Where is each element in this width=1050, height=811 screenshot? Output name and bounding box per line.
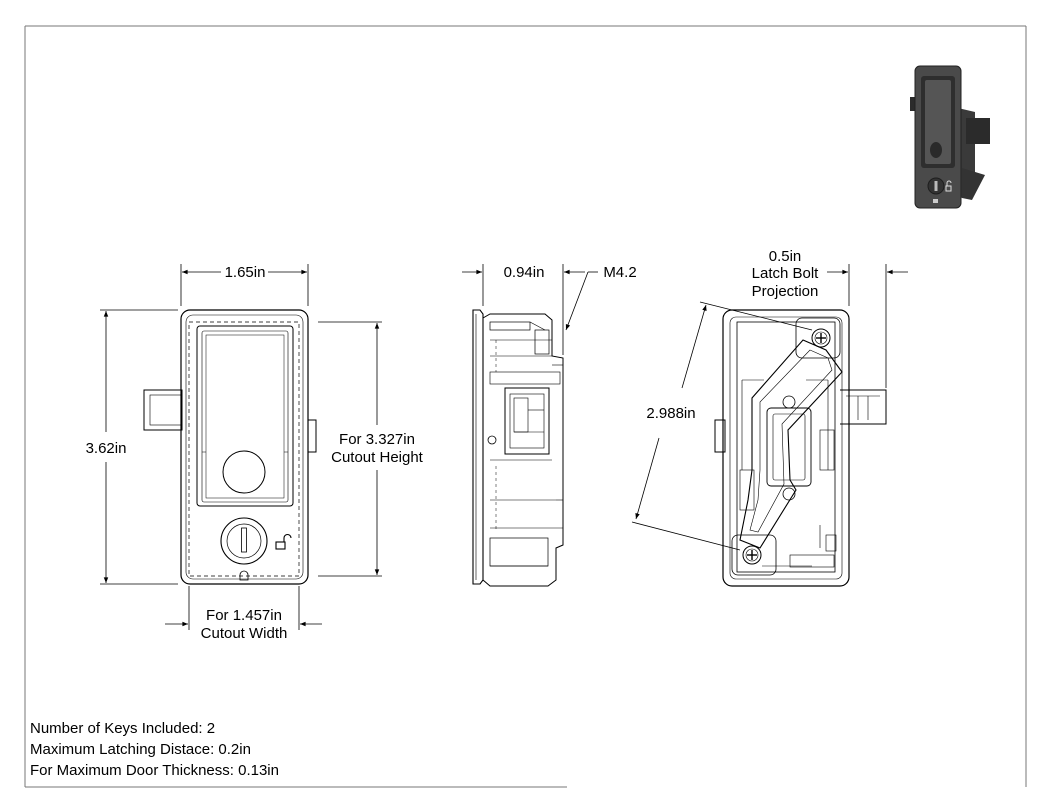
front-width-label: 1.65in <box>224 264 266 281</box>
latch-projection-label-line3: Projection <box>751 283 819 300</box>
side-view <box>472 309 564 587</box>
spec-notes: Number of Keys Included: 2 Maximum Latch… <box>30 718 279 781</box>
back-view <box>714 309 887 587</box>
cutout-width-label-line2: Cutout Width <box>200 625 288 642</box>
front-view <box>143 309 317 585</box>
side-depth-label: 0.94in <box>503 264 545 281</box>
screw-thread-label: M4.2 <box>603 264 637 281</box>
screw-leader <box>565 271 598 331</box>
cutout-width-label-line1: For 1.457in <box>206 607 282 624</box>
diagonal-label: 2.988in <box>646 405 696 422</box>
note-door-thickness: For Maximum Door Thickness: 0.13in <box>30 762 279 779</box>
latch-projection-label-line1: 0.5in <box>768 248 802 265</box>
note-keys: Number of Keys Included: 2 <box>30 720 216 737</box>
screw-icon <box>811 328 831 348</box>
cutout-width-dimension <box>165 586 322 630</box>
latch-projection-label-line2: Latch Bolt <box>751 265 819 282</box>
front-width-dimension <box>180 264 309 306</box>
front-height-label: 3.62in <box>85 440 127 457</box>
unlock-icon <box>275 533 292 550</box>
note-latching-distance: Maximum Latching Distace: 0.2in <box>30 741 251 758</box>
latch-projection-dimension <box>827 264 908 388</box>
cutout-height-label-line2: Cutout Height <box>331 449 423 466</box>
cutout-height-dimension <box>318 321 382 577</box>
screw-icon <box>742 545 762 565</box>
side-depth-dimension <box>462 264 585 355</box>
cutout-height-label-line1: For 3.327in <box>339 431 415 448</box>
diagonal-dimension <box>631 301 813 551</box>
sheet-border <box>24 25 1027 788</box>
front-height-dimension <box>100 309 178 585</box>
product-thumbnail <box>910 65 990 209</box>
